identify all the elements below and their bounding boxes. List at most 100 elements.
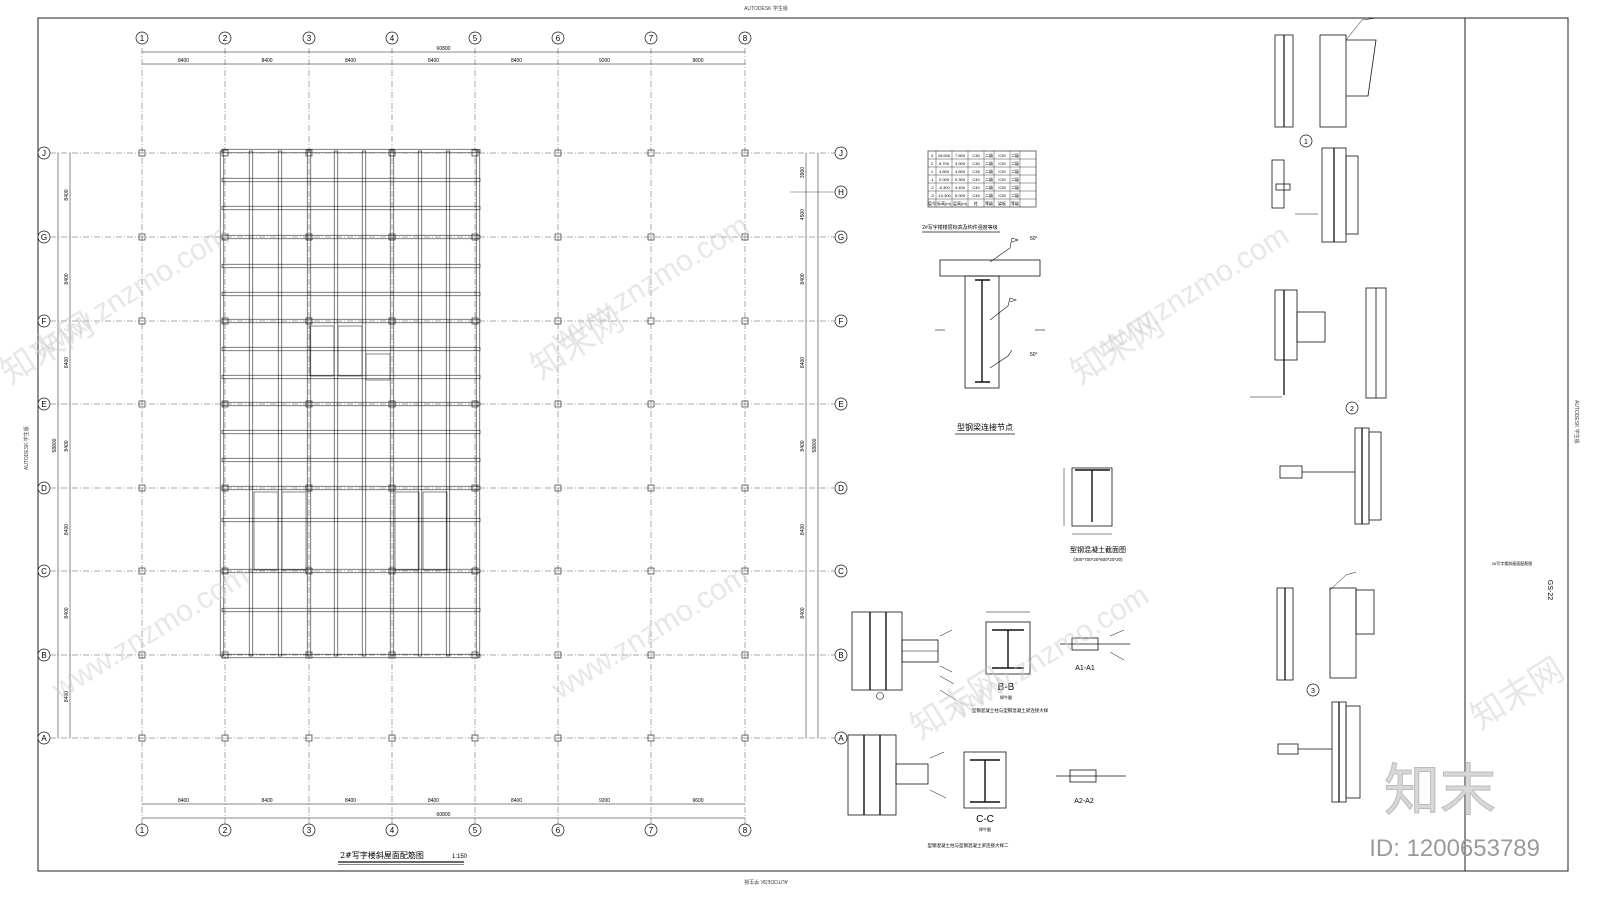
axis-bubble [834, 146, 848, 160]
section-cc-detail [963, 751, 1007, 809]
dim-span: 8400 [511, 58, 522, 64]
column-marker [554, 400, 562, 408]
axis-bubble [468, 823, 482, 837]
column-marker [305, 317, 313, 325]
steel-section-detail [1063, 467, 1113, 535]
column-marker [554, 484, 562, 492]
table-cell: 3.900 [955, 161, 966, 166]
axis-bubble [135, 823, 149, 837]
axis-label: 1 [140, 34, 145, 43]
circled-mark-2-label: 2 [1350, 406, 1354, 413]
column-marker [471, 734, 479, 742]
section-steel-t [1075, 469, 1110, 522]
dim-span: 8400 [64, 189, 70, 200]
axis-label: 3 [307, 34, 312, 43]
dim-span: 8400 [428, 58, 439, 64]
axis-label: D [41, 484, 47, 493]
dim-span: 8400 [428, 798, 439, 804]
column-marker [647, 317, 655, 325]
table-cell: C30 [998, 161, 1006, 166]
joint-note-2: 型钢混凝土柱与型钢混凝土梁连接大样二 [928, 842, 1009, 849]
axis-label: 7 [649, 34, 654, 43]
column-marker [554, 149, 562, 157]
axis-label: 3 [307, 826, 312, 835]
axis-bubble [135, 31, 149, 45]
axis-label: 6 [556, 34, 561, 43]
axis-bubble [302, 823, 316, 837]
roof-beam [221, 653, 481, 659]
watermark-layer: www.znzmo.com www.znzmo.com www.znzmo.co… [0, 209, 1571, 747]
section-a2-label: A2-A2 [1074, 798, 1094, 805]
watermark-text: 知末网 [0, 306, 101, 392]
joint-detail-2 [847, 734, 947, 816]
column-marker [138, 149, 146, 157]
table-cell: 4.400 [955, 185, 966, 190]
roof-beam [221, 346, 481, 352]
axis-label: F [839, 317, 844, 326]
axis-label: 8 [743, 34, 748, 43]
right-detail-1 [1274, 17, 1377, 128]
axis-label: H [838, 188, 844, 197]
axis-bubble [738, 31, 752, 45]
roof-opening [281, 491, 307, 571]
table-cell: 二级 [1011, 192, 1019, 198]
table-cell: 5.000 [955, 193, 966, 198]
table-cell: -3 [930, 193, 934, 198]
table-cell: 1 [931, 169, 934, 174]
column-marker [554, 317, 562, 325]
dim-span: 8400 [64, 607, 70, 618]
table-cell: -2 [930, 185, 934, 190]
dim-span: 8400 [64, 524, 70, 535]
roof-beam [221, 568, 481, 574]
column-marker [554, 651, 562, 659]
column-marker [741, 400, 749, 408]
axis-bubble [468, 31, 482, 45]
dim-total: 60800 [437, 812, 451, 818]
column-marker [388, 317, 396, 325]
section-cc-label: C-C [976, 814, 994, 825]
axis-label: 5 [473, 34, 478, 43]
axis-bubble [834, 731, 848, 745]
column-marker [647, 400, 655, 408]
roof-beam [445, 150, 451, 657]
roof-beam [221, 234, 481, 240]
axis-bubble [218, 823, 232, 837]
axis-label: 5 [473, 826, 478, 835]
section-outline [1071, 467, 1113, 527]
table-cell: -10.300 [937, 193, 951, 198]
watermark-text: www.znzmo.com [45, 559, 254, 707]
circled-mark-2 [1345, 401, 1359, 415]
section-bb-detail [985, 611, 1031, 675]
column-marker [647, 233, 655, 241]
table-header-cell: 标高(m) [937, 200, 952, 206]
weld-flag-1 [989, 237, 1019, 263]
table-header-cell: 梁板 [998, 200, 1006, 206]
table-cell: 5.300 [955, 177, 966, 182]
right-detail-6 [1277, 701, 1361, 803]
axis-bubble [37, 230, 51, 244]
welding-mark-1: 焊牛腿 [1000, 694, 1012, 700]
column-marker [138, 734, 146, 742]
steel-beam-node-title: 型钢梁连接节点 [957, 422, 1013, 432]
column-marker [305, 400, 313, 408]
plan-scale: 1:150 [452, 854, 468, 860]
axis-label: 7 [649, 826, 654, 835]
column-marker [138, 484, 146, 492]
axis-bubble [551, 31, 565, 45]
table-cell: 二级 [985, 152, 993, 158]
dim-span: 4500 [800, 209, 806, 220]
table-cell: 0.000 [939, 177, 950, 182]
weld-angle-label-1: 50° [1030, 236, 1038, 242]
column-marker [741, 651, 749, 659]
roof-beam [221, 374, 481, 380]
axis-bubble [644, 31, 658, 45]
table-cell: 二级 [985, 160, 993, 166]
column-marker [138, 651, 146, 659]
table-cell: C30 [998, 169, 1006, 174]
dim-span: 8400 [261, 58, 272, 64]
table-header-cell: 等级 [1011, 200, 1019, 206]
